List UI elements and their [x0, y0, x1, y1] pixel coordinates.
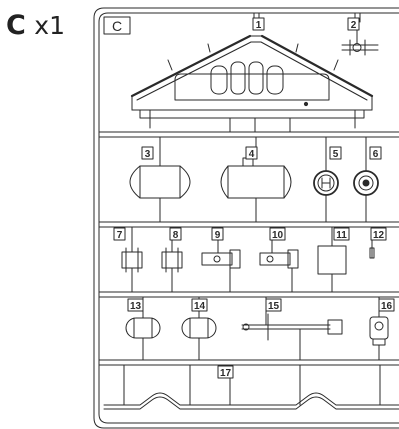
part-tag-box-13 — [127, 298, 144, 312]
part-tag-box-12 — [370, 227, 387, 241]
part-tag-box-1 — [252, 17, 265, 31]
part-number-4: 4 — [249, 149, 255, 160]
part-1-roof-panel — [130, 34, 374, 133]
sprue-heading: C x1 — [6, 10, 65, 41]
part-number-5: 5 — [333, 149, 339, 160]
part-tag-box-11 — [333, 227, 350, 241]
sprue-letter: C — [6, 10, 26, 41]
part-number-15: 15 — [268, 301, 280, 312]
part-tag-box-10 — [269, 227, 286, 241]
part-tag-box-14 — [191, 298, 208, 312]
part-number-2: 2 — [351, 20, 357, 31]
part-number-14: 14 — [194, 301, 206, 312]
part-tag-box-8 — [169, 227, 182, 241]
part-6-round-plate — [353, 136, 379, 223]
part-4-tank — [220, 136, 292, 223]
part-number-12: 12 — [373, 230, 385, 241]
frame-label-box — [103, 16, 131, 35]
runners — [98, 12, 399, 366]
part-2-bracket — [341, 29, 379, 56]
part-5-round-plate — [313, 136, 339, 223]
part-17-bent-bar — [103, 364, 399, 410]
part-number-8: 8 — [173, 230, 179, 241]
frame-label: C — [112, 18, 122, 34]
part-number-10: 10 — [272, 230, 284, 241]
part-15-rod — [241, 296, 343, 361]
sprue-quantity: x1 — [34, 11, 65, 40]
part-number-11: 11 — [336, 230, 347, 241]
part-tag-box-9 — [211, 227, 224, 241]
part-8-block — [161, 226, 183, 293]
part-7-block — [121, 226, 143, 293]
part-number-9: 9 — [215, 230, 221, 241]
part-tag-box-5 — [329, 146, 342, 160]
part-3-tank — [129, 136, 191, 223]
part-number-6: 6 — [373, 149, 379, 160]
part-tag-box-2 — [347, 17, 360, 31]
part-13-cylinder — [125, 296, 161, 361]
part-tag-box-4 — [245, 146, 258, 160]
part-tag-box-16 — [378, 298, 395, 312]
part-number-3: 3 — [145, 149, 151, 160]
part-number-17: 17 — [220, 368, 232, 379]
part-tag-box-3 — [141, 146, 154, 160]
part-number-13: 13 — [130, 301, 142, 312]
part-number-7: 7 — [117, 230, 123, 241]
part-tag-box-6 — [369, 146, 382, 160]
part-number-16: 16 — [381, 301, 393, 312]
part-11-plate — [317, 226, 347, 293]
part-tag-box-15 — [265, 298, 282, 312]
part-14-cylinder — [181, 296, 217, 361]
part-tag-box-7 — [113, 227, 126, 241]
sprue-frame-outer — [93, 7, 399, 429]
part-number-1: 1 — [256, 20, 262, 31]
part-tag-box-17 — [217, 365, 234, 379]
